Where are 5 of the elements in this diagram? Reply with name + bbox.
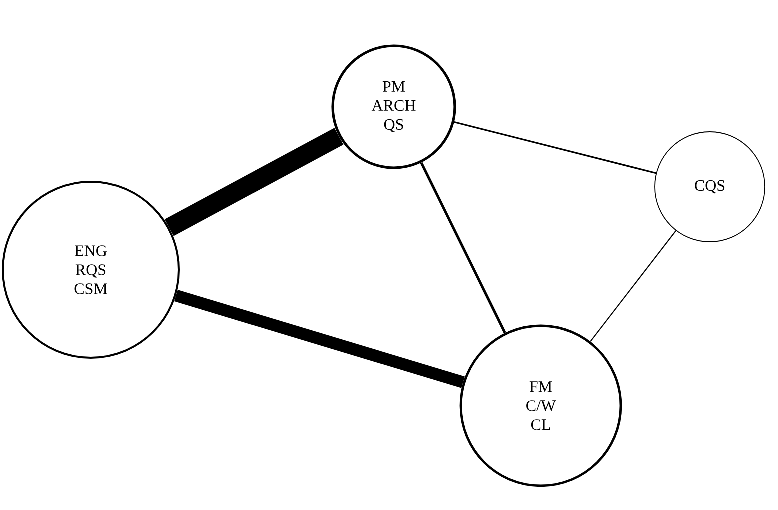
connector-line [164, 128, 344, 236]
connector-line [174, 290, 466, 388]
connector-line [420, 162, 506, 334]
connector-line [590, 230, 677, 342]
connector-line [454, 122, 656, 174]
